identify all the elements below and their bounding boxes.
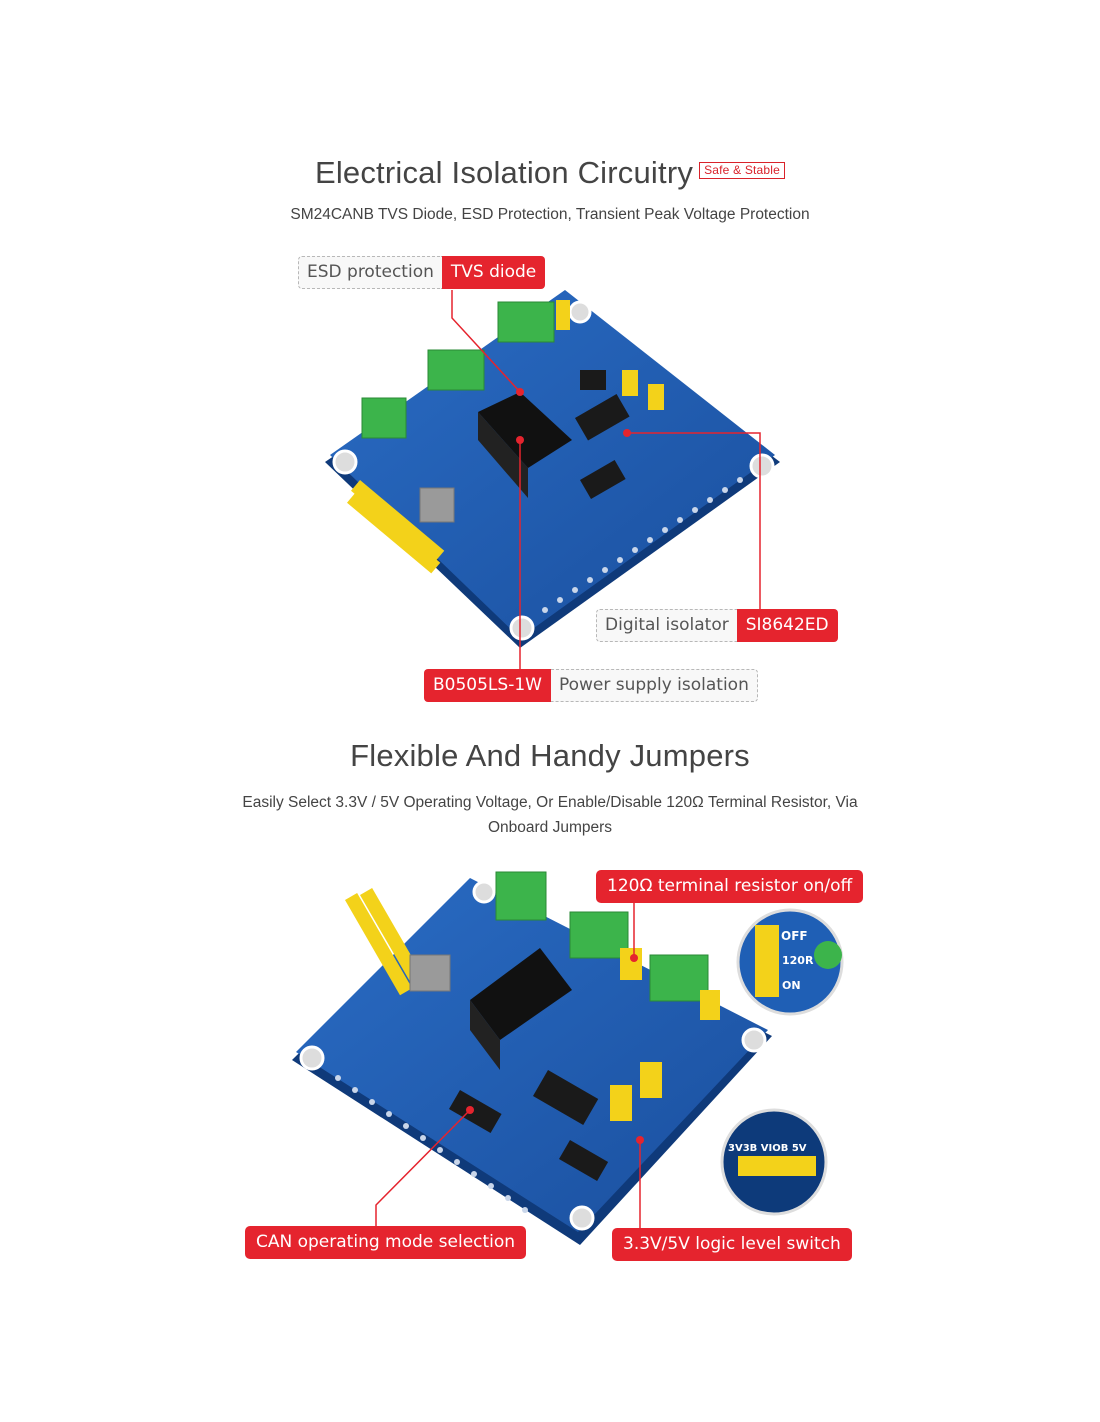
board2-pcb xyxy=(292,871,772,1245)
zoom-logic-level xyxy=(720,1108,828,1216)
si8642ed-label: SI8642ED xyxy=(736,609,838,642)
logic-level-callout: 3.3V/5V logic level switch xyxy=(612,1228,852,1261)
isolator-callout: Digital isolator SI8642ED xyxy=(596,609,838,642)
section2-subtitle: Easily Select 3.3V / 5V Operating Voltag… xyxy=(242,794,858,836)
safe-stable-badge: Safe & Stable xyxy=(699,162,786,180)
esd-protection-label: ESD protection xyxy=(298,256,442,289)
b0505ls-label: B0505LS-1W xyxy=(424,669,551,702)
can-mode-callout: CAN operating mode selection xyxy=(245,1226,527,1259)
board1-pcb xyxy=(325,290,780,648)
section1-title-row: Electrical Isolation Circuitry Safe & Sta… xyxy=(0,155,1100,191)
zoom1-off-text: OFF xyxy=(781,929,808,943)
zoom2-label: 3V3B VIOB 5V xyxy=(728,1143,807,1154)
digital-isolator-label: Digital isolator xyxy=(596,609,737,642)
zoom1-on-text: ON xyxy=(782,979,801,992)
power-supply-isolation-label: Power supply isolation xyxy=(550,669,758,702)
power-callout: B0505LS-1W Power supply isolation xyxy=(424,669,758,702)
zoom1-120r-text: 120R xyxy=(782,954,814,967)
terminal-resistor-callout: 120Ω terminal resistor on/off xyxy=(596,870,864,903)
tvs-diode-label: TVS diode xyxy=(441,256,546,289)
esd-callout: ESD protection TVS diode xyxy=(298,256,546,289)
section2-title: Flexible And Handy Jumpers xyxy=(350,738,750,773)
section1-subtitle: SM24CANB TVS Diode, ESD Protection, Tran… xyxy=(290,206,810,223)
section1-title: Electrical Isolation Circuitry xyxy=(314,155,694,190)
board2-callout-lines xyxy=(375,903,641,1230)
